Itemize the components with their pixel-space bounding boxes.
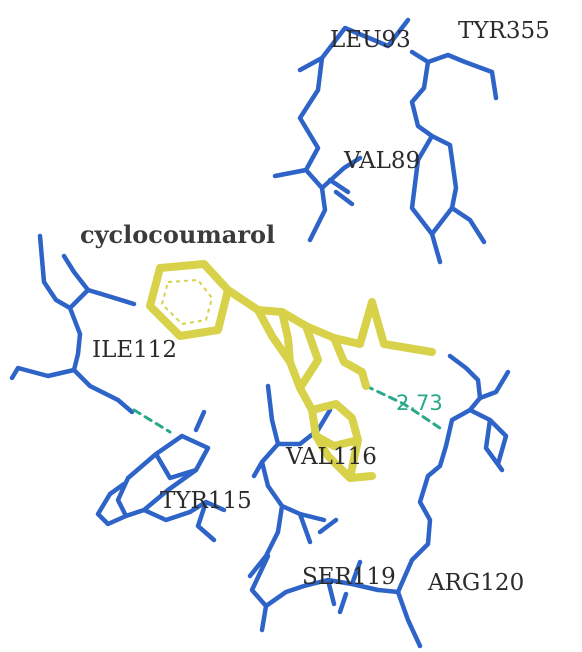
residue-tyr355-sticks: [409, 49, 499, 265]
residue-val116-sticks: [247, 383, 333, 579]
label-leu93: LEU93: [330, 27, 411, 53]
label-val116: VAL116: [285, 444, 377, 470]
residue-tyr115-sticks: [95, 433, 227, 543]
ligand-cyclocoumarol: [146, 260, 436, 482]
protein-residues: [9, 17, 511, 649]
residue-backbone-extra: [193, 409, 349, 615]
residue-ile112-sticks: [9, 233, 137, 415]
label-tyr355: TYR355: [458, 18, 550, 44]
hydrogen-bonds: [132, 384, 442, 434]
label-ser119: SER119: [302, 564, 396, 590]
label-tyr115: TYR115: [160, 488, 252, 514]
hbond-distance-label: 2.73: [396, 391, 443, 415]
hbond-ligand-arg120: [364, 384, 442, 430]
label-arg120: ARG120: [427, 570, 524, 596]
ligand-name-label: cyclocoumarol: [80, 220, 275, 249]
label-val89: VAL89: [343, 148, 420, 174]
ligand-core-sticks: [224, 286, 436, 482]
residue-arg120-sticks: [395, 353, 511, 649]
residue-leu93-sticks: [272, 17, 411, 243]
label-ile112: ILE112: [92, 337, 177, 363]
hbond-ile112-tyr115: [132, 408, 172, 434]
ligand-phenyl-ring: [146, 260, 232, 340]
residue-ser119-sticks: [249, 553, 401, 633]
ligand-phenyl-aromatic: [160, 278, 214, 326]
residue-labels: LEU93 TYR355 VAL89 ILE112 VAL116 TYR115 …: [92, 18, 550, 596]
